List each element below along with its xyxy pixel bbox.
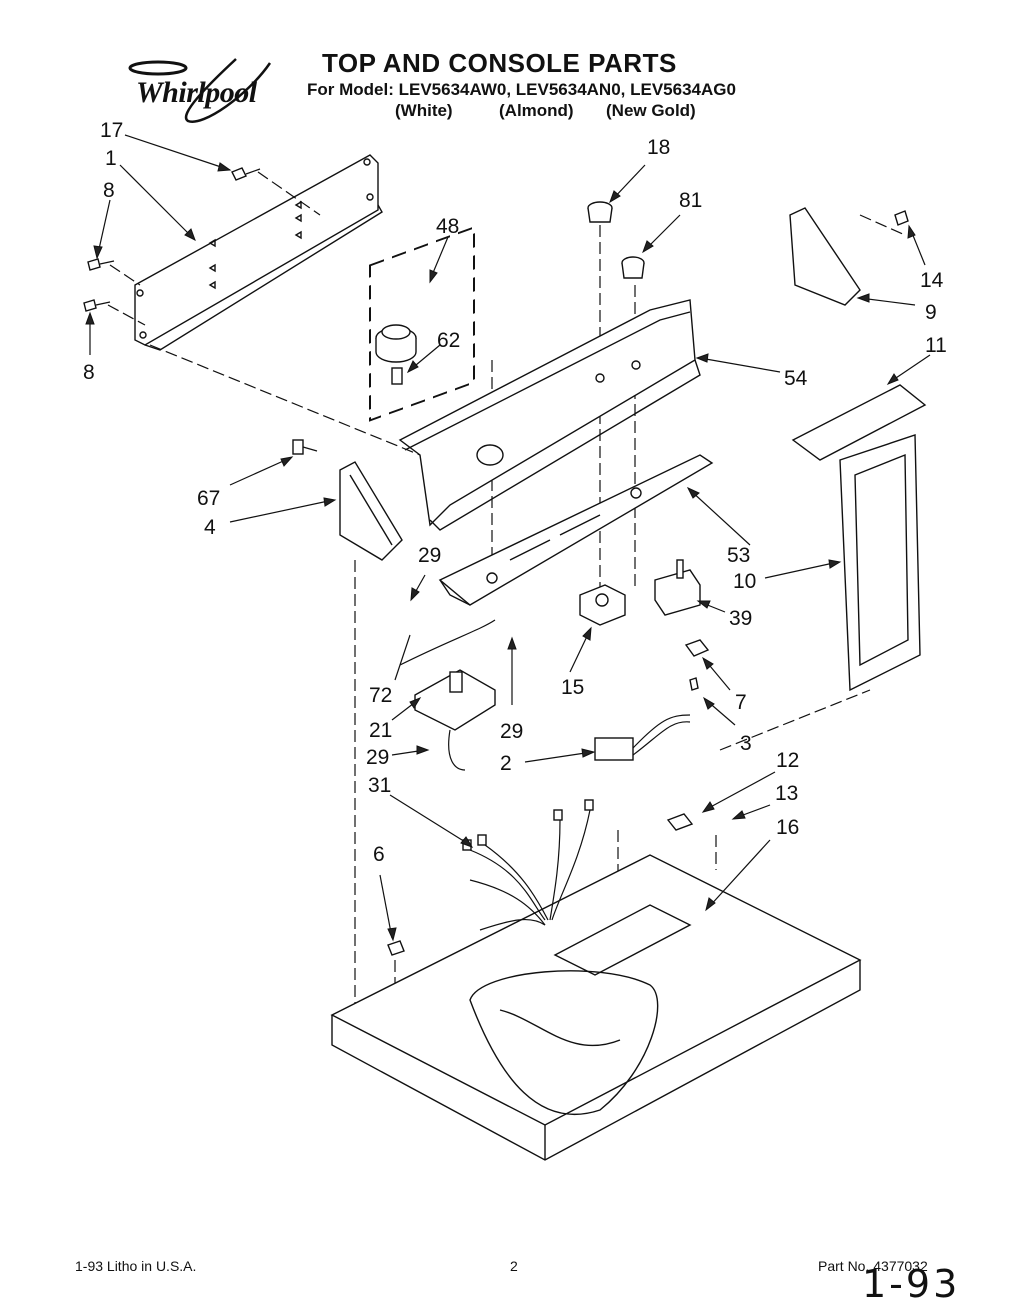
callout-62: 62	[437, 329, 461, 352]
model-line: For Model: LEV5634AW0, LEV5634AN0, LEV56…	[307, 80, 736, 99]
handwritten-date: 1-93	[862, 1262, 961, 1306]
control-panel-part	[438, 454, 714, 606]
timer-part	[414, 669, 496, 771]
litho-note: 1-93 Litho in U.S.A.	[75, 1258, 197, 1274]
callout-14: 14	[920, 269, 944, 292]
control-knob-part	[375, 324, 417, 385]
bracket-part	[789, 207, 909, 306]
callout-16: 16	[776, 816, 800, 839]
callout-39: 39	[729, 607, 753, 630]
variant-white: (White)	[395, 101, 453, 120]
callout-7: 7	[735, 691, 747, 714]
callout-48: 48	[436, 215, 460, 238]
callout-31: 31	[368, 774, 392, 797]
brand-logo-text: Whirlpool	[136, 76, 257, 109]
variant-new-gold: (New Gold)	[606, 101, 696, 120]
page-number: 2	[510, 1258, 518, 1274]
callout-81: 81	[679, 189, 703, 212]
callout-54: 54	[784, 367, 808, 390]
callout-53: 53	[727, 544, 751, 567]
callout-4: 4	[204, 516, 216, 539]
callout-21: 21	[369, 719, 393, 742]
callout-67: 67	[197, 487, 221, 510]
cabinet-top-part	[330, 813, 862, 1161]
whirlpool-logo-swoosh	[128, 58, 272, 123]
page-title: TOP AND CONSOLE PARTS	[322, 48, 677, 78]
wire-harness-part	[594, 714, 691, 761]
lint-filter-parts	[791, 384, 927, 692]
callout-8-bottom: 8	[83, 361, 95, 384]
callout-29-bottom: 29	[366, 746, 390, 769]
rear-panel-part	[134, 154, 383, 351]
callout-18: 18	[647, 136, 671, 159]
callout-2: 2	[500, 752, 512, 775]
callout-15: 15	[561, 676, 585, 699]
callout-29-middle: 29	[500, 720, 524, 743]
callout-10: 10	[733, 570, 757, 593]
main-wire-harness	[462, 799, 594, 931]
callout-8-top: 8	[103, 179, 115, 202]
callout-6: 6	[373, 843, 385, 866]
callout-9: 9	[925, 301, 937, 324]
callout-72: 72	[369, 684, 393, 707]
variant-almond: (Almond)	[499, 101, 574, 120]
leader-lines	[85, 134, 931, 942]
clip-part	[387, 940, 405, 956]
small-knobs	[587, 201, 645, 279]
selector-switches	[579, 559, 710, 691]
screw-parts	[83, 167, 261, 312]
callout-1: 1	[105, 147, 117, 170]
callout-17: 17	[100, 119, 124, 142]
console-part	[398, 299, 701, 531]
part-number: Part No. 4377032	[818, 1258, 928, 1274]
switch-housing-part	[292, 439, 403, 561]
callout-13: 13	[775, 782, 799, 805]
callout-29-top: 29	[418, 544, 442, 567]
callout-12: 12	[776, 749, 800, 772]
callout-11: 11	[925, 334, 947, 357]
callout-3: 3	[740, 732, 752, 755]
